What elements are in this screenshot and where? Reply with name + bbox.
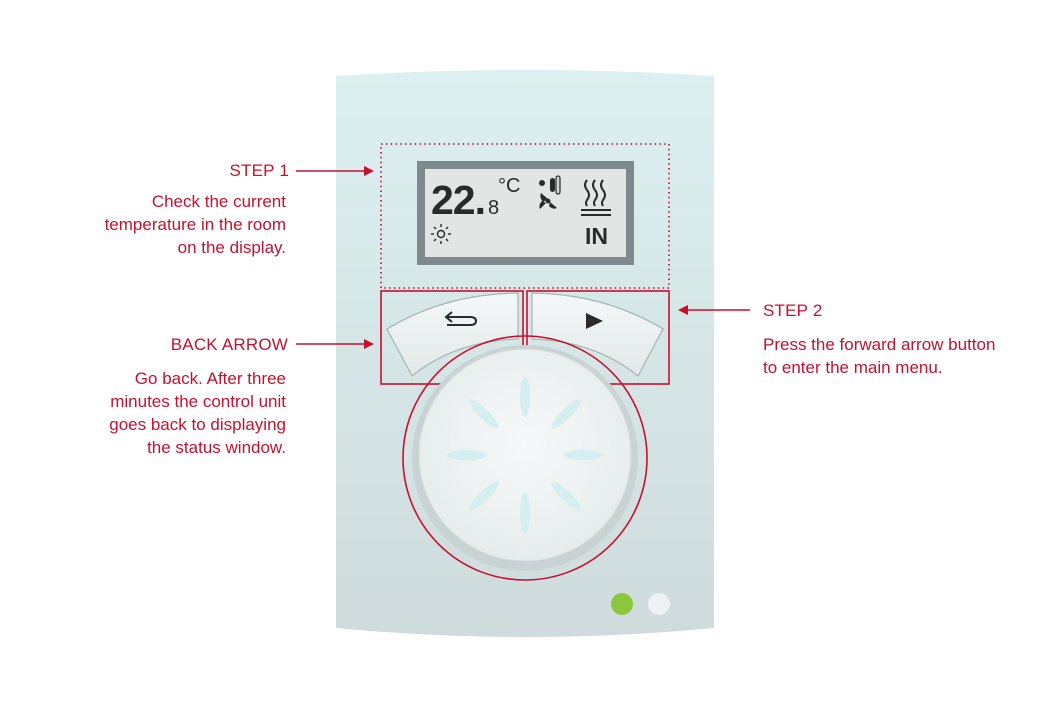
back-line-1: Go back. After three xyxy=(134,369,286,388)
back-arrow-description: Go back. After three minutes the control… xyxy=(26,367,286,459)
back-line-3: goes back to displaying xyxy=(109,415,286,434)
display-highlight xyxy=(380,143,670,289)
knob-grip-marks xyxy=(447,377,603,533)
temperature-value: 22. xyxy=(431,177,486,223)
sun-icon xyxy=(431,224,451,244)
heating-icon xyxy=(581,179,611,216)
step1-heading: STEP 1 xyxy=(229,161,289,180)
step1-line-1: Check the current xyxy=(151,192,286,211)
temperature-unit: °C xyxy=(498,175,521,197)
forward-button[interactable] xyxy=(531,292,664,377)
step1-line-2: temperature in the room xyxy=(104,215,286,234)
status-led-off xyxy=(648,593,670,615)
mode-label: IN xyxy=(585,223,608,249)
play-icon xyxy=(586,313,603,329)
step2-line-2: to enter the main menu. xyxy=(763,358,943,377)
step2-description: Press the forward arrow button to enter … xyxy=(763,333,1043,379)
fan-icon xyxy=(539,175,561,209)
knob-outline xyxy=(402,335,648,581)
annotation-arrows xyxy=(296,166,750,349)
step1-description: Check the current temperature in the roo… xyxy=(26,190,286,259)
back-button[interactable] xyxy=(386,292,519,377)
step2-heading: STEP 2 xyxy=(763,301,823,320)
back-line-4: the status window. xyxy=(147,438,286,457)
step2-line-1: Press the forward arrow button xyxy=(763,335,996,354)
back-line-2: minutes the control unit xyxy=(110,392,286,411)
step1-line-3: on the display. xyxy=(177,238,286,257)
status-led-green xyxy=(611,593,633,615)
back-arrow-heading: BACK ARROW xyxy=(170,335,288,354)
back-arrow-icon xyxy=(444,311,478,326)
temperature-decimal: 8 xyxy=(488,197,500,219)
